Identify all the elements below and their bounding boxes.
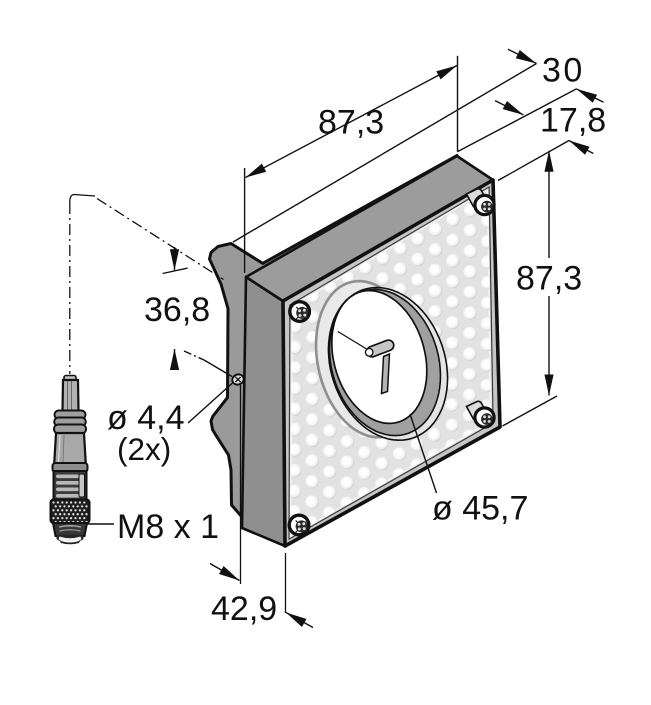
svg-text:36,8: 36,8	[144, 291, 210, 329]
svg-text:M8 x 1: M8 x 1	[117, 508, 219, 546]
svg-text:(2x): (2x)	[117, 431, 171, 467]
svg-text:30: 30	[542, 52, 585, 90]
svg-text:17,8: 17,8	[540, 102, 606, 140]
svg-text:ø 45,7: ø 45,7	[432, 490, 528, 528]
svg-text:87,3: 87,3	[516, 260, 582, 298]
svg-text:ø 4,4: ø 4,4	[107, 399, 184, 437]
svg-text:87,3: 87,3	[318, 104, 384, 142]
svg-text:42,9: 42,9	[211, 590, 277, 628]
